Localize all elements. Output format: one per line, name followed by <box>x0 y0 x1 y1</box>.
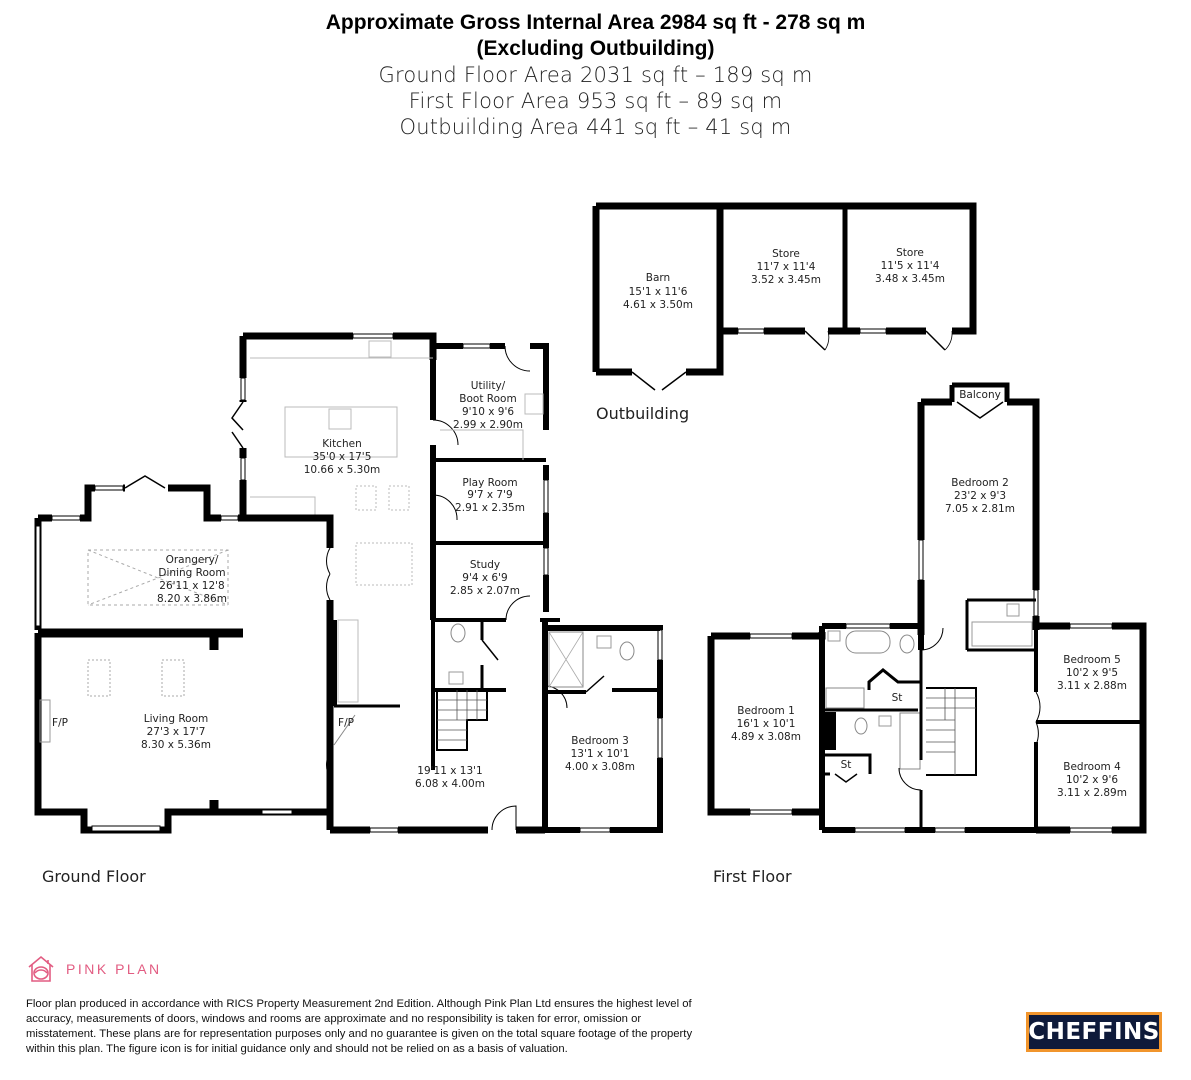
svg-text:Bedroom 2: Bedroom 2 <box>951 477 1009 489</box>
svg-text:Kitchen: Kitchen <box>322 438 361 450</box>
svg-text:35'0 x 17'5: 35'0 x 17'5 <box>313 451 372 463</box>
svg-text:F/P: F/P <box>52 717 68 729</box>
brand-name: PINK PLAN <box>66 961 162 977</box>
svg-text:Bedroom 5: Bedroom 5 <box>1063 654 1121 666</box>
svg-text:10'2 x 9'6: 10'2 x 9'6 <box>1066 774 1118 786</box>
svg-text:11'7 x 11'4: 11'7 x 11'4 <box>757 261 816 273</box>
svg-text:4.00 x 3.08m: 4.00 x 3.08m <box>565 761 635 773</box>
agent-logo-text: CHEFFINS <box>1028 1019 1160 1045</box>
ground-floor-plan <box>34 332 663 834</box>
svg-text:23'2 x 9'3: 23'2 x 9'3 <box>954 490 1006 502</box>
svg-text:Utility/: Utility/ <box>471 380 506 392</box>
svg-text:4.89 x 3.08m: 4.89 x 3.08m <box>731 731 801 743</box>
ground-floor-area: Ground Floor Area 2031 sq ft – 189 sq m <box>378 63 813 87</box>
svg-text:Barn: Barn <box>646 272 670 284</box>
outbuilding-area: Outbuilding Area 441 sq ft – 41 sq m <box>399 115 792 139</box>
area-summary-header: Approximate Gross Internal Area 2984 sq … <box>0 10 1191 140</box>
svg-text:16'1 x 10'1: 16'1 x 10'1 <box>737 718 796 730</box>
svg-text:3.11 x 2.89m: 3.11 x 2.89m <box>1057 787 1127 799</box>
svg-text:7.05 x 2.81m: 7.05 x 2.81m <box>945 503 1015 515</box>
svg-text:Bedroom 1: Bedroom 1 <box>737 705 795 717</box>
svg-text:Orangery/: Orangery/ <box>166 554 219 566</box>
svg-text:9'10 x 9'6: 9'10 x 9'6 <box>462 406 514 418</box>
pink-plan-brand: PINK PLAN <box>26 954 162 984</box>
first-floor-label: First Floor <box>713 867 792 886</box>
svg-text:St: St <box>892 692 903 704</box>
first-floor-area: First Floor Area 953 sq ft – 89 sq m <box>408 89 783 113</box>
house-logo-icon <box>28 955 54 982</box>
svg-text:27'3 x 17'7: 27'3 x 17'7 <box>147 726 206 738</box>
svg-text:8.20 x 3.86m: 8.20 x 3.86m <box>157 593 227 605</box>
svg-text:11'5 x 11'4: 11'5 x 11'4 <box>881 260 940 272</box>
first-floor-plan <box>707 382 1147 834</box>
ground-floor-label: Ground Floor <box>42 867 146 886</box>
svg-text:8.30 x 5.36m: 8.30 x 5.36m <box>141 739 211 751</box>
svg-text:Balcony: Balcony <box>959 389 1001 401</box>
svg-text:10'2 x 9'5: 10'2 x 9'5 <box>1066 667 1118 679</box>
svg-text:13'1 x 10'1: 13'1 x 10'1 <box>571 748 630 760</box>
svg-text:Bedroom 4: Bedroom 4 <box>1063 761 1121 773</box>
gross-internal-area-title: Approximate Gross Internal Area 2984 sq … <box>325 11 866 34</box>
svg-text:19'11 x 13'1: 19'11 x 13'1 <box>417 765 482 777</box>
svg-text:3.48 x 3.45m: 3.48 x 3.45m <box>875 273 945 285</box>
excluding-outbuilding-note: (Excluding Outbuilding) <box>476 37 715 60</box>
svg-text:15'1 x 11'6: 15'1 x 11'6 <box>629 286 688 298</box>
svg-text:10.66 x 5.30m: 10.66 x 5.30m <box>304 464 381 476</box>
svg-text:26'11 x 12'8: 26'11 x 12'8 <box>159 580 224 592</box>
svg-text:St: St <box>841 759 852 771</box>
outbuilding-label: Outbuilding <box>596 404 690 423</box>
svg-text:Store: Store <box>896 247 924 259</box>
svg-text:9'7 x 7'9: 9'7 x 7'9 <box>467 489 512 501</box>
svg-text:3.11 x 2.88m: 3.11 x 2.88m <box>1057 680 1127 692</box>
svg-text:2.99 x 2.90m: 2.99 x 2.90m <box>453 419 523 431</box>
svg-text:2.91 x 2.35m: 2.91 x 2.35m <box>455 502 525 514</box>
svg-text:9'4 x 6'9: 9'4 x 6'9 <box>462 572 507 584</box>
room-labels: Barn 15'1 x 11'6 4.61 x 3.50m Store 11'7… <box>52 247 1127 799</box>
svg-text:Store: Store <box>772 248 800 260</box>
svg-text:Living Room: Living Room <box>144 713 208 725</box>
svg-text:Study: Study <box>470 559 500 571</box>
svg-text:Boot Room: Boot Room <box>459 393 516 405</box>
svg-text:3.52 x 3.45m: 3.52 x 3.45m <box>751 274 821 286</box>
svg-text:Bedroom 3: Bedroom 3 <box>571 735 629 747</box>
svg-text:F/P: F/P <box>338 717 354 729</box>
cheffins-logo: CHEFFINS <box>1026 1012 1162 1052</box>
svg-text:2.85 x 2.07m: 2.85 x 2.07m <box>450 585 520 597</box>
svg-text:4.61 x 3.50m: 4.61 x 3.50m <box>623 299 693 311</box>
outbuilding-plan <box>592 202 977 391</box>
disclaimer-text: Floor plan produced in accordance with R… <box>26 998 693 1055</box>
svg-text:6.08 x 4.00m: 6.08 x 4.00m <box>415 778 485 790</box>
svg-text:Play Room: Play Room <box>462 477 517 489</box>
svg-text:Dining Room: Dining Room <box>158 567 225 579</box>
